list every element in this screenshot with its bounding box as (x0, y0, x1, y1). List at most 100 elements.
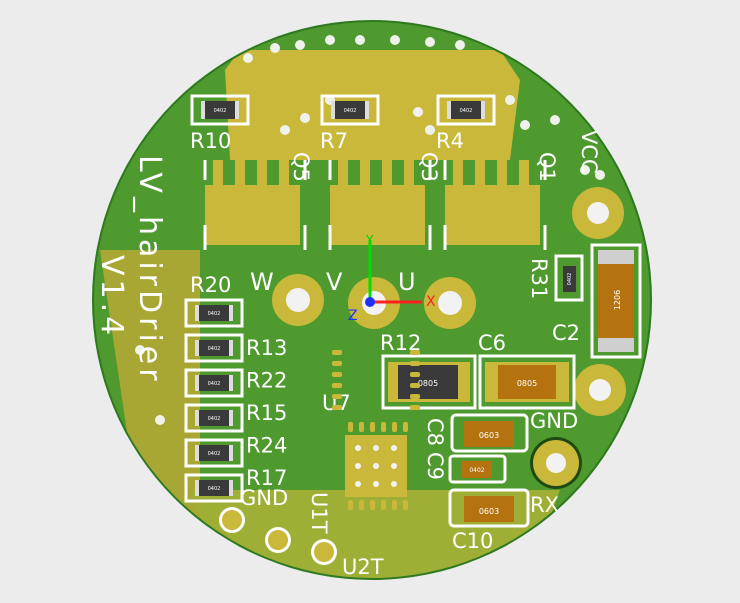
u7-pin (392, 422, 397, 432)
r10-resistor-code: 0402 (214, 108, 227, 114)
via (425, 125, 435, 135)
c6-code: 0805 (517, 379, 537, 388)
u7-thermal-via (373, 445, 379, 451)
u7-thermal-via (391, 445, 397, 451)
u2t-label: U2T (342, 555, 384, 579)
r4-label: R4 (436, 129, 464, 153)
z-axis-origin (365, 297, 375, 307)
c10-capacitor: 0603 (448, 488, 530, 528)
u7-pin (370, 500, 375, 510)
r20-resistor: 0402 (184, 298, 244, 328)
y-axis-label: Y (365, 233, 374, 247)
copper-pour-left (100, 250, 200, 520)
u7-thermal-via (373, 481, 379, 487)
r13-resistor-code: 0402 (208, 346, 221, 352)
via (355, 35, 365, 45)
r20-resistor-code: 0402 (208, 311, 221, 317)
x-axis-label: X (426, 294, 436, 310)
via (455, 40, 465, 50)
u7-pin (381, 500, 386, 510)
r20-label: R20 (190, 273, 231, 297)
u7-thermal-via (355, 463, 361, 469)
u7-pin (392, 500, 397, 510)
u7-thermal-via (391, 463, 397, 469)
u7-pin (332, 372, 342, 377)
r24-resistor-code: 0402 (208, 451, 221, 457)
via (270, 43, 280, 53)
u7-pin (410, 394, 420, 399)
u7-pin (410, 361, 420, 366)
r12-code: 0805 (418, 379, 438, 388)
r15-label: R15 (246, 401, 287, 425)
via (425, 37, 435, 47)
r7-resistor: 0402 (320, 94, 380, 126)
phase-label-v: V (326, 268, 343, 296)
phase-pad-w (272, 274, 324, 326)
copper-pour-top (225, 50, 520, 160)
u7-thermal-via (355, 445, 361, 451)
r22-resistor-code: 0402 (208, 381, 221, 387)
u7-ic (332, 350, 420, 510)
u7-pin (410, 405, 420, 410)
via (295, 40, 305, 50)
q3-label: Q3 (417, 152, 441, 182)
via (243, 53, 253, 63)
u7-pin (403, 422, 408, 432)
z-axis-label: Z (348, 308, 358, 324)
r17-resistor-code: 0402 (208, 486, 221, 492)
u7-thermal-via (355, 481, 361, 487)
via (300, 113, 310, 123)
u7-pin (381, 422, 386, 432)
c2-label: C2 (552, 321, 580, 345)
gnd-label-right: GND (530, 409, 578, 433)
via (390, 35, 400, 45)
r24-label: R24 (246, 434, 287, 458)
u7-thermal-via (391, 481, 397, 487)
pad-right-2 (574, 364, 626, 416)
c8-label: C8 (423, 418, 447, 446)
u7-pin (410, 372, 420, 377)
mosfet-q3 (328, 160, 432, 250)
u7-pin (359, 500, 364, 510)
rx-label: RX (530, 493, 559, 517)
board-title: LV_hairDrier (132, 155, 167, 385)
r7-label: R7 (320, 129, 348, 153)
c10-label: C10 (452, 529, 493, 553)
c8-code: 0603 (479, 431, 499, 440)
via (155, 415, 165, 425)
u7-pin (359, 422, 364, 432)
c2-capacitor: 1206 (590, 243, 642, 359)
q5-label: Q5 (289, 152, 313, 182)
r22-label: R22 (246, 369, 287, 393)
r31-code: 0402 (567, 273, 573, 286)
r4-resistor-code: 0402 (460, 108, 473, 114)
via (505, 95, 515, 105)
u1t-test-pad (265, 527, 291, 553)
c10-code: 0603 (479, 507, 499, 516)
u7-pin (332, 361, 342, 366)
mosfet-q1 (443, 160, 547, 250)
c9-capacitor: 0402 (448, 454, 507, 484)
c9-label: C9 (423, 452, 447, 480)
r10-resistor: 0402 (190, 94, 250, 126)
r10-label: R10 (190, 129, 231, 153)
u7-pin (348, 422, 353, 432)
u7-pin (410, 350, 420, 355)
phase-label-u: U (398, 268, 416, 296)
r7-resistor-code: 0402 (344, 108, 357, 114)
u2t-test-pad (311, 539, 337, 565)
c8-capacitor: 0603 (450, 413, 529, 453)
phase-label-w: W (250, 268, 274, 296)
via (280, 125, 290, 135)
c9-code: 0402 (469, 467, 484, 474)
r13-label: R13 (246, 336, 287, 360)
r13-resistor: 0402 (184, 333, 244, 363)
q1-label: Q1 (535, 152, 559, 182)
c2-code: 1206 (613, 290, 622, 310)
via (550, 115, 560, 125)
gnd-test-pad (219, 507, 245, 533)
u7-pin (403, 500, 408, 510)
u7-pin (332, 350, 342, 355)
